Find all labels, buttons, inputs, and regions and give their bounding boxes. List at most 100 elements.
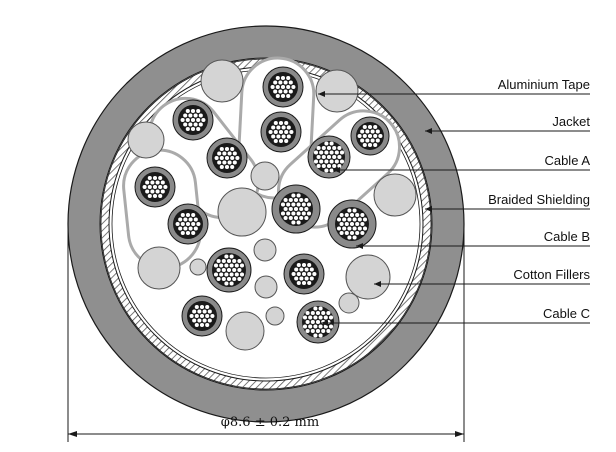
conductor-strand — [278, 80, 283, 85]
conductor-strand — [313, 159, 319, 164]
conductor-strand — [205, 313, 210, 319]
conductor-strand — [189, 313, 194, 319]
conductor-strand — [304, 267, 309, 272]
conductor-strand — [293, 197, 299, 203]
conductor-strand — [313, 324, 318, 329]
conductor-strand — [152, 175, 158, 181]
conductor-strand — [283, 206, 288, 212]
conductor-strand — [278, 129, 284, 135]
conductor-core — [327, 199, 377, 249]
conductor-strand — [197, 318, 202, 323]
conductor-strand — [310, 319, 315, 325]
conductor-strand — [210, 313, 215, 319]
conductor-strand — [229, 281, 234, 286]
conductor-strand — [296, 271, 301, 277]
conductor-strand — [360, 138, 365, 143]
conductor-strand — [191, 221, 196, 227]
conductor-strand — [284, 138, 289, 144]
conductor-strand — [313, 315, 318, 320]
conductor-strand — [230, 155, 235, 161]
conductor-strand — [304, 215, 309, 221]
conductor-strand — [196, 108, 201, 114]
conductor-strand — [347, 235, 352, 240]
conductor-strand — [299, 276, 304, 281]
conductor-strand — [306, 202, 312, 207]
conductor-strand — [213, 263, 219, 268]
conductor-strand — [160, 189, 165, 194]
conductor-strand — [291, 211, 296, 216]
conductor-strand — [370, 138, 375, 143]
conductor-strand — [160, 180, 165, 185]
conductor-strand — [309, 276, 314, 281]
conductor-strand — [367, 124, 373, 130]
conductor-strand — [291, 193, 296, 198]
conductor-strand — [329, 168, 334, 173]
conductor-cores — [134, 66, 390, 344]
cotton-filler — [373, 173, 417, 217]
conductor-strand — [349, 221, 355, 227]
cotton-filler — [137, 246, 181, 290]
conductor-strand — [313, 306, 318, 311]
conductor-strand — [328, 315, 334, 320]
conductor-strand — [147, 193, 152, 199]
callout-arrowheads — [318, 91, 432, 326]
conductor-strand — [307, 280, 312, 286]
conductor-strand — [217, 160, 222, 165]
conductor-strand — [291, 271, 296, 277]
diameter-label: φ8.6 ± 0.2 mm — [221, 415, 319, 430]
conductor-strand — [268, 129, 273, 135]
label-braided-shielding: Braided Shielding — [488, 192, 590, 207]
conductor-strand — [315, 319, 321, 325]
conductor-strand — [188, 226, 193, 231]
conductor-strand — [337, 154, 342, 160]
label-cable-a: Cable A — [544, 153, 590, 168]
conductor-strand — [326, 310, 331, 316]
conductor-strand — [280, 202, 286, 207]
conductor-strand — [289, 129, 294, 135]
conductor-strand — [229, 263, 234, 268]
conductor-strand — [224, 155, 230, 161]
conductor-strand — [180, 221, 185, 227]
conductor-strand — [349, 230, 355, 236]
conductor-core — [206, 137, 248, 179]
conductor-strand — [232, 151, 237, 156]
conductor-strand — [305, 328, 310, 334]
conductor-strand — [352, 217, 357, 222]
conductor-strand — [304, 206, 309, 212]
conductor-strand — [301, 262, 307, 268]
conductor-strand — [304, 197, 309, 203]
conductor-strand — [360, 221, 365, 227]
conductor-strand — [191, 212, 196, 218]
cotton-fillers — [127, 59, 417, 351]
conductor-strand — [360, 230, 365, 236]
conductor-strand — [324, 168, 329, 173]
conductor-strand — [339, 150, 345, 155]
conductor-strand — [237, 276, 242, 282]
conductor-strand — [336, 226, 342, 231]
conductor-strand — [375, 129, 380, 134]
conductor-strand — [155, 189, 160, 194]
conductor-strand — [283, 80, 288, 85]
conductor-strand — [230, 146, 235, 152]
conductor-strand — [196, 117, 201, 123]
conductor-strand — [313, 333, 318, 338]
conductor-strand — [326, 145, 332, 151]
conductor-core — [307, 135, 351, 179]
conductor-strand — [352, 235, 357, 240]
conductor-strand — [288, 197, 293, 203]
conductor-strand — [222, 160, 227, 165]
conductor-strand — [224, 263, 229, 268]
conductor-strand — [284, 120, 289, 126]
conductor-strand — [347, 226, 352, 231]
conductor-core — [134, 166, 176, 208]
conductor-strand — [150, 189, 155, 194]
conductor-strand — [280, 84, 286, 90]
conductor-strand — [291, 202, 296, 207]
conductor-strand — [217, 151, 222, 156]
conductor-strand — [232, 160, 237, 165]
conductor-strand — [188, 122, 193, 127]
conductor-strand — [273, 138, 278, 144]
conductor-strand — [294, 267, 299, 272]
conductor-strand — [326, 154, 332, 160]
